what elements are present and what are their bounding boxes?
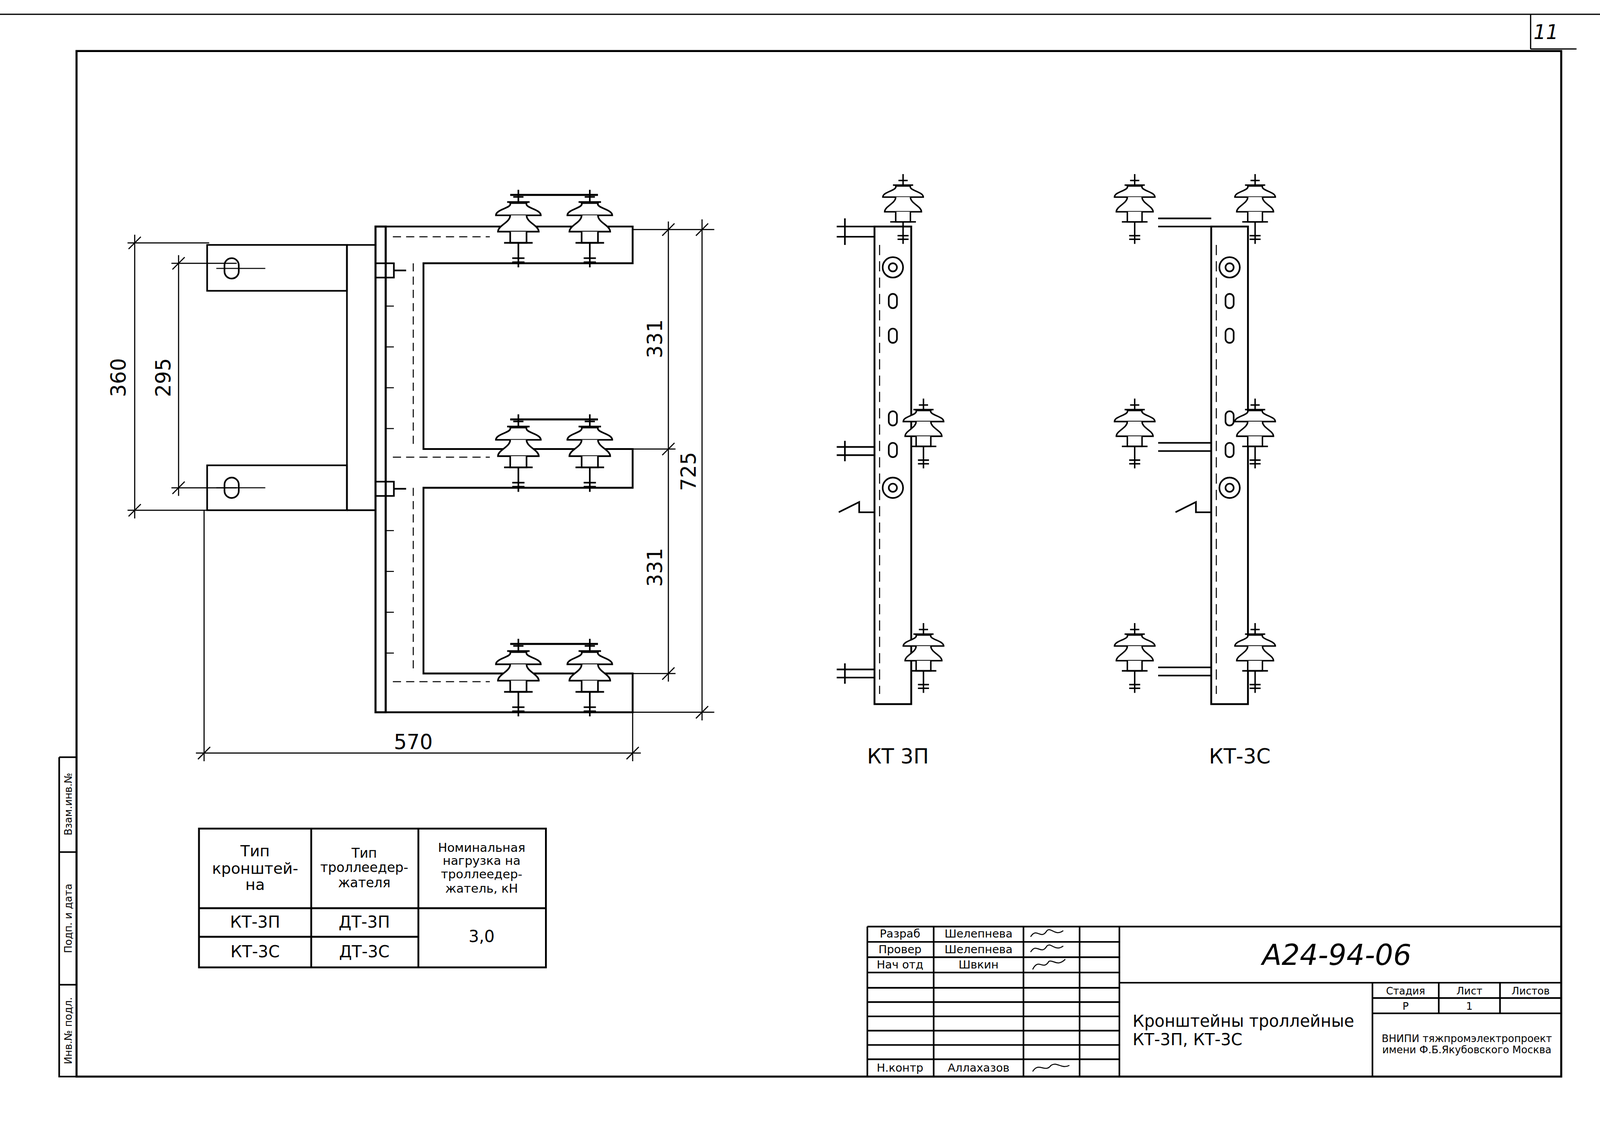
table-cell: Номинальная нагрузка на троллеедер- жате… xyxy=(421,841,542,896)
dimension: 295 xyxy=(152,357,175,397)
title-block-cell: Аллахазов xyxy=(947,1061,1010,1075)
title-block-cell: Шелепнева xyxy=(944,943,1013,956)
table-cell: КТ-3П xyxy=(230,913,281,932)
page-number: 11 xyxy=(1533,21,1559,44)
title-block-cell: Шелепнева xyxy=(944,928,1013,941)
title-block-cell: Провер xyxy=(878,943,922,956)
title-block-cell: Листов xyxy=(1511,984,1550,996)
view-label: КТ-3С xyxy=(1208,745,1271,768)
document-code: А24-94-06 xyxy=(1262,940,1412,973)
title-block-cell: Швкин xyxy=(958,958,999,972)
title-block-cell: Лист xyxy=(1456,984,1483,996)
organization: ВНИПИ тяжпромэлектропроект имени Ф.Б.Яку… xyxy=(1376,1032,1558,1056)
table-cell: 3,0 xyxy=(468,927,495,946)
title-block-cell: Разраб xyxy=(879,928,920,941)
title-block-cell: Н.контр xyxy=(876,1061,924,1075)
dimension: 725 xyxy=(677,452,701,492)
dimension: 570 xyxy=(393,730,433,754)
drawing-name: Кронштейны троллейные КТ-3П, КТ-3С xyxy=(1132,1012,1363,1049)
title-block-cell: Р xyxy=(1402,999,1409,1012)
dimension: 331 xyxy=(643,319,667,359)
title-block-cell: Нач отд xyxy=(876,958,924,972)
dimension: 331 xyxy=(643,547,667,587)
table-cell: Тип кронштей- на xyxy=(204,843,306,894)
table-cell: ДТ-3П xyxy=(338,913,390,932)
margin-label: Инв.№ подл. xyxy=(62,997,74,1065)
title-block-cell: 1 xyxy=(1466,999,1474,1012)
margin-label: Взам.инв.№ xyxy=(62,772,74,836)
table-cell: КТ-3С xyxy=(230,942,280,961)
dimension: 360 xyxy=(107,357,130,397)
table-cell: Тип троллеедер- жателя xyxy=(314,846,415,891)
margin-label: Подп. и дата xyxy=(62,883,74,954)
table-cell: ДТ-3С xyxy=(339,942,390,961)
title-block-cell: Стадия xyxy=(1386,984,1426,996)
view-label: КТ 3П xyxy=(867,745,929,768)
